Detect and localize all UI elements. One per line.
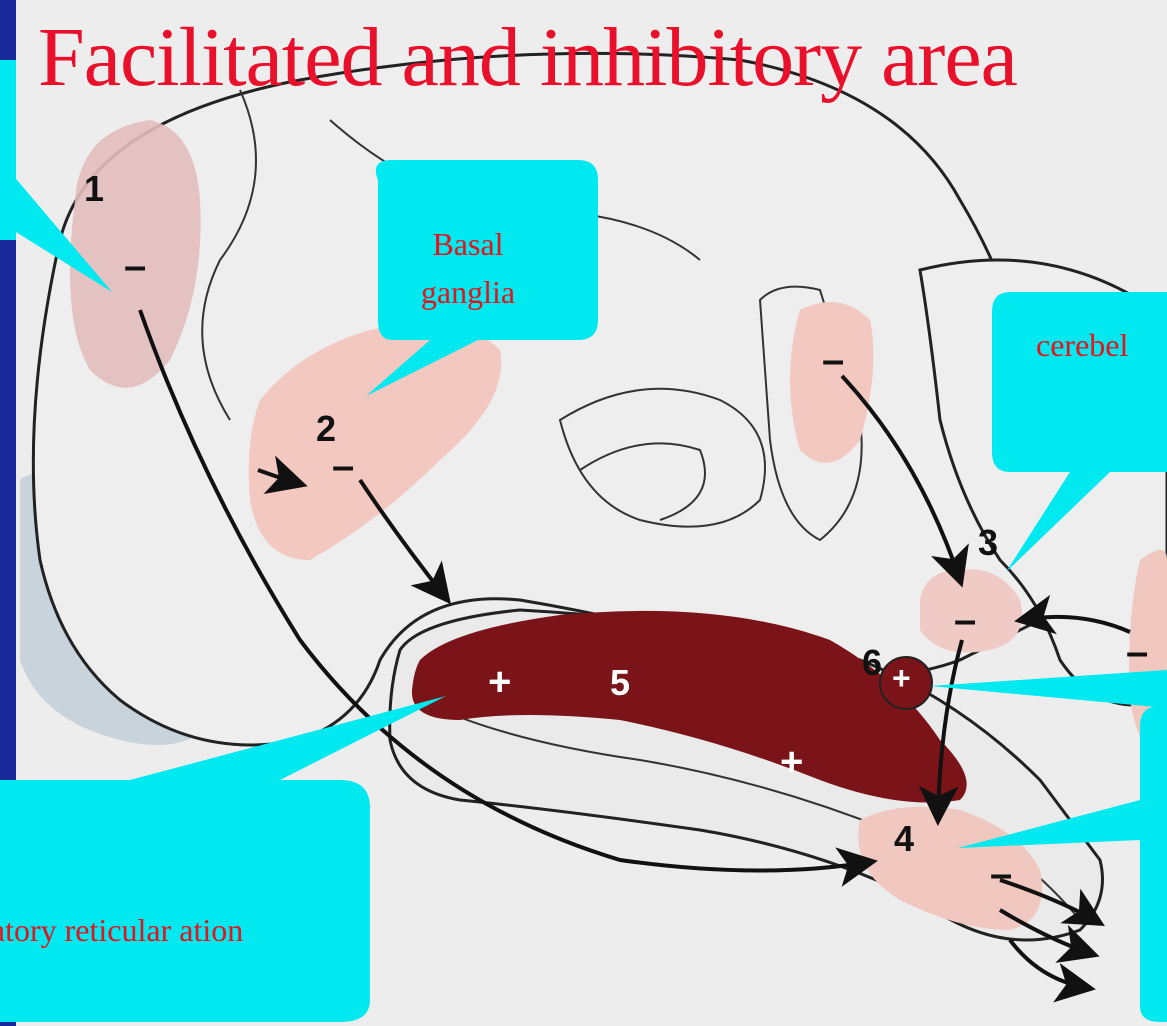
region-4-sign: – bbox=[990, 852, 1012, 897]
region-2-sign: – bbox=[332, 444, 354, 489]
cerebellar-cortex-sign: – bbox=[822, 338, 844, 383]
region-4-label: 4 bbox=[894, 818, 914, 860]
region-5-sign: + bbox=[488, 660, 511, 705]
region-3-label: 3 bbox=[978, 522, 998, 564]
callout-cerebellum-text: cerebel bbox=[1036, 326, 1128, 364]
region-6-label: 6 bbox=[862, 642, 882, 684]
region-1-label: 1 bbox=[84, 168, 104, 210]
region-1-sign: – bbox=[124, 244, 146, 289]
slide-title: Facilitated and inhibitory area bbox=[38, 8, 1167, 108]
right-edge-sign: – bbox=[1126, 630, 1148, 675]
callout-basal-ganglia-text: Basal ganglia bbox=[404, 220, 532, 316]
region-5-label: 5 bbox=[610, 662, 630, 704]
region-6-sign: + bbox=[892, 660, 911, 697]
callout-reticular-text: tatory reticular ation bbox=[0, 906, 300, 954]
facilitatory-lower-sign: + bbox=[780, 740, 803, 785]
region-3-sign: – bbox=[954, 598, 976, 643]
